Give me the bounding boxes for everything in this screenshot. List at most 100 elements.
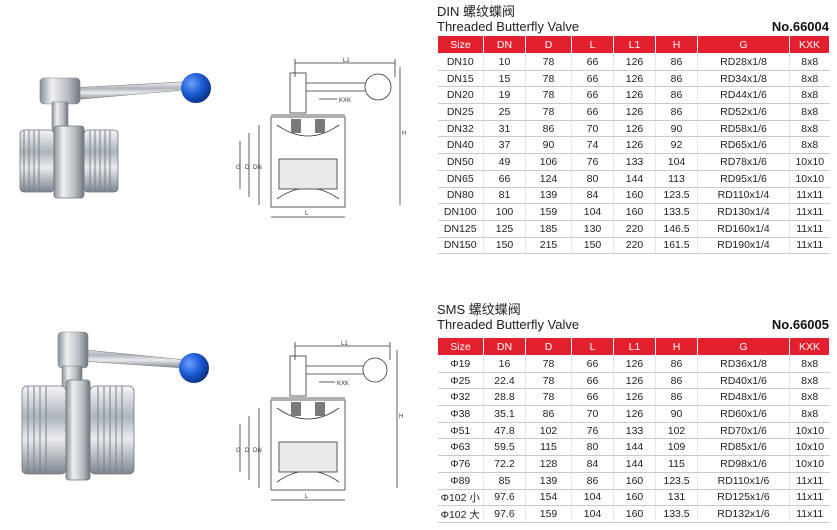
column-header: G (697, 36, 790, 54)
table-cell: 8x8 (789, 405, 830, 423)
table-cell: 150 (571, 237, 614, 255)
table-cell: RD60x1/6 (697, 405, 790, 423)
table-cell: 104 (571, 489, 614, 507)
table-cell: 11x11 (789, 505, 830, 523)
table-cell: 78 (525, 388, 572, 407)
column-header: D (525, 338, 572, 356)
table-cell: 47.8 (483, 422, 526, 440)
table-cell: 8x8 (789, 136, 830, 155)
column-header: G (697, 338, 790, 356)
din-model-number: No.66004 (771, 19, 829, 34)
table-cell: 220 (613, 237, 656, 255)
din-title-en: Threaded Butterfly Valve (437, 19, 580, 34)
table-cell: Φ89 (437, 472, 484, 490)
table-cell: DN32 (437, 120, 484, 138)
table-cell: 66 (571, 372, 614, 390)
table-cell: 8x8 (789, 372, 830, 390)
table-cell: DN100 (437, 203, 484, 221)
table-cell: RD48x1/6 (697, 388, 790, 407)
table-cell: RD98x1/6 (697, 455, 790, 473)
table-cell: 126 (613, 70, 656, 88)
table-cell: 86 (655, 70, 698, 88)
table-cell: 86 (655, 388, 698, 407)
table-cell: 15 (483, 70, 526, 88)
table-cell: 76 (571, 153, 614, 171)
table-cell: RD34x1/8 (697, 70, 790, 88)
table-cell: 59.5 (483, 438, 526, 457)
din-title-cn: DIN 螺纹蝶阀 (437, 4, 516, 19)
table-cell: 139 (525, 187, 572, 205)
table-cell: 11x11 (789, 203, 830, 221)
column-header: Size (437, 36, 484, 54)
table-cell: 133 (613, 422, 656, 440)
table-cell: 11x11 (789, 187, 830, 205)
table-cell: 109 (655, 438, 698, 457)
table-cell: 144 (613, 455, 656, 473)
table-cell: 74 (571, 136, 614, 155)
sms-valve-photo (21, 331, 209, 481)
din-g-label: G (236, 165, 241, 171)
table-cell: 8x8 (789, 388, 830, 407)
table-cell: DN125 (437, 220, 484, 238)
sms-l1-label: L1 (341, 341, 348, 347)
table-cell: 139 (525, 472, 572, 490)
table-cell: DN150 (437, 237, 484, 255)
table-cell: 160 (613, 505, 656, 523)
sms-title-cn: SMS 螺纹蝶阀 (437, 302, 521, 317)
table-cell: 49 (483, 153, 526, 171)
table-cell: 66 (571, 86, 614, 105)
table-cell: 11x11 (789, 220, 830, 238)
table-cell: 86 (571, 472, 614, 490)
table-cell: 19 (483, 86, 526, 105)
table-cell: 8x8 (789, 53, 830, 71)
sms-l-label: L (305, 494, 309, 500)
table-cell: 133.5 (655, 505, 698, 523)
table-cell: 126 (613, 388, 656, 407)
sms-title-en: Threaded Butterfly Valve (437, 317, 580, 332)
table-cell: 10x10 (789, 153, 830, 171)
column-header: DN (483, 338, 526, 356)
table-cell: 160 (613, 472, 656, 490)
table-cell: 215 (525, 237, 572, 255)
table-cell: 146.5 (655, 220, 698, 238)
table-cell: 16 (483, 355, 526, 373)
table-cell: RD132x1/6 (697, 505, 790, 523)
sms-title-block: SMS 螺纹蝶阀 Threaded Butterfly Valve (437, 302, 579, 332)
table-cell: 84 (571, 455, 614, 473)
table-cell: 144 (613, 438, 656, 457)
table-cell: 81 (483, 187, 526, 205)
column-header: D (525, 36, 572, 54)
table-cell: 66 (571, 70, 614, 88)
table-cell: Φ19 (437, 355, 484, 373)
table-cell: Φ63 (437, 438, 484, 457)
table-cell: RD78x1/6 (697, 153, 790, 171)
table-cell: 144 (613, 170, 656, 188)
table-cell: 11x11 (789, 489, 830, 507)
table-cell: 92 (655, 136, 698, 155)
table-cell: 160 (613, 489, 656, 507)
table-cell: 37 (483, 136, 526, 155)
table-cell: RD130x1/4 (697, 203, 790, 221)
table-cell: 123.5 (655, 472, 698, 490)
sms-h-label: H (399, 414, 403, 420)
table-cell: 22.4 (483, 372, 526, 390)
table-cell: 128 (525, 455, 572, 473)
table-cell: 66 (483, 170, 526, 188)
table-cell: 66 (571, 355, 614, 373)
table-cell: 86 (655, 86, 698, 105)
